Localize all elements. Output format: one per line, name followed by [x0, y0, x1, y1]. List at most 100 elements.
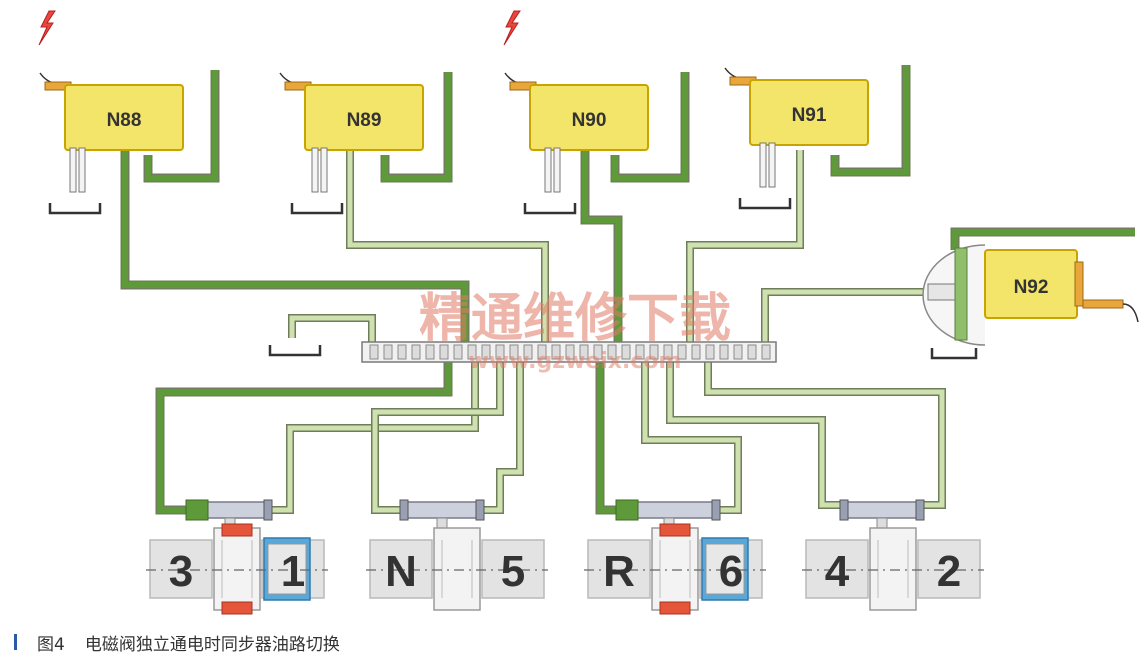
valve-plunger: [768, 142, 776, 188]
manifold-port: [719, 344, 729, 360]
solenoid-valve-n92: N92: [922, 244, 1139, 360]
oil-line-n91-return: [830, 65, 911, 177]
manifold-port: [369, 344, 379, 360]
sleeve-collar-top: [221, 523, 253, 537]
manifold-port: [383, 344, 393, 360]
manifold-port: [677, 344, 687, 360]
oil-line-n5-left: [371, 362, 504, 514]
gear-box-left: [587, 539, 651, 599]
oil-line-n89-supply: [346, 150, 549, 345]
oil-line-42-right: [704, 362, 946, 509]
oil-line-n88-supply: [120, 150, 470, 345]
engaged-gear-face: [267, 543, 307, 595]
cylinder-cap: [263, 499, 273, 521]
manifold-port: [509, 344, 519, 360]
manifold-port: [649, 344, 659, 360]
valve-mount-bracket: [738, 198, 792, 210]
gear-box-left: [149, 539, 213, 599]
oil-line-drain-left: [288, 314, 376, 345]
actuator-cylinder: [399, 499, 485, 533]
manifold-port: [453, 344, 463, 360]
oil-line-n90-return: [610, 72, 690, 183]
figure-number: 图4: [37, 634, 65, 655]
valve-label-n89: N89: [347, 110, 382, 131]
oil-line-r6-right: [641, 362, 742, 514]
manifold-port: [551, 344, 561, 360]
sleeve-collar-top: [659, 523, 691, 537]
synchronizer-sleeve: [869, 527, 917, 611]
valve-body: [304, 84, 424, 151]
valve-plunger: [544, 147, 552, 193]
valve-mount-bracket: [290, 203, 344, 215]
gear-label-right: 5: [501, 547, 525, 596]
valve-body: [64, 84, 184, 151]
gear-label-right: 2: [937, 547, 961, 596]
drain-bracket: [268, 345, 322, 357]
manifold-port: [411, 344, 421, 360]
manifold-port: [733, 344, 743, 360]
manifold-port: [537, 344, 547, 360]
gear-label-left: 4: [825, 547, 850, 596]
valve-label-n91: N91: [792, 105, 827, 126]
manifold-port: [705, 344, 715, 360]
actuator-cylinder: [839, 499, 925, 533]
valve-plate: [954, 247, 968, 341]
solenoid-valve-n90: N90: [503, 10, 649, 215]
valve-plunger: [78, 147, 86, 193]
manifold-port: [691, 344, 701, 360]
valve-body: [529, 84, 649, 151]
distribution-manifold: [361, 341, 777, 363]
cylinder-body: [841, 501, 923, 519]
synchronizer-sleeve: [213, 527, 261, 611]
engaged-gear-face: [705, 543, 745, 595]
oil-line-42-left: [666, 362, 842, 509]
watermark-title: 精通维修下载: [419, 289, 731, 349]
manifold-port: [663, 344, 673, 360]
sleeve-collar-bottom: [221, 601, 253, 615]
solenoid-valve-n89: N89: [279, 72, 424, 215]
gear-box-right: [917, 539, 981, 599]
figure-caption: 图4 电磁阀独立通电时同步器油路切换: [14, 628, 340, 656]
caption-bar: [14, 634, 17, 650]
synchronizer-sleeve: [433, 527, 481, 611]
solenoid-valve-n88: N88: [38, 10, 184, 215]
oil-line-n92-return: [950, 227, 1135, 250]
gear-box-right: [481, 539, 545, 599]
cylinder-cap: [711, 499, 721, 521]
solenoid-valve-n91: N91: [724, 67, 869, 210]
manifold-port: [523, 344, 533, 360]
valve-mount-bracket: [48, 203, 102, 215]
valve-label-n92: N92: [1014, 277, 1049, 298]
pressurized-chamber: [615, 499, 639, 521]
manifold-port: [621, 344, 631, 360]
manifold-port: [495, 344, 505, 360]
gear-label-right: 1: [281, 547, 305, 596]
oil-lines: [120, 65, 1135, 515]
synchronizer-sleeve: [651, 527, 699, 611]
cylinder-cap: [839, 499, 849, 521]
lightning-icon: [503, 10, 521, 46]
oil-line-n5-right: [482, 362, 524, 514]
oil-line-31-left: [155, 362, 453, 515]
manifold-port: [397, 344, 407, 360]
oil-line-n91-supply: [686, 150, 804, 345]
caption-text: 电磁阀独立通电时同步器油路切换: [84, 634, 340, 655]
manifold-port: [425, 344, 435, 360]
actuator-cylinder: [615, 499, 721, 533]
cylinder-cap: [915, 499, 925, 521]
oil-line-31-right: [270, 362, 479, 514]
pressurized-chamber: [185, 499, 209, 521]
oil-line-n89-return: [380, 72, 453, 183]
oil-line-n92-supply: [761, 288, 975, 345]
cylinder-cap: [399, 499, 409, 521]
gear-label-left: N: [385, 547, 417, 596]
manifold-port: [467, 344, 477, 360]
